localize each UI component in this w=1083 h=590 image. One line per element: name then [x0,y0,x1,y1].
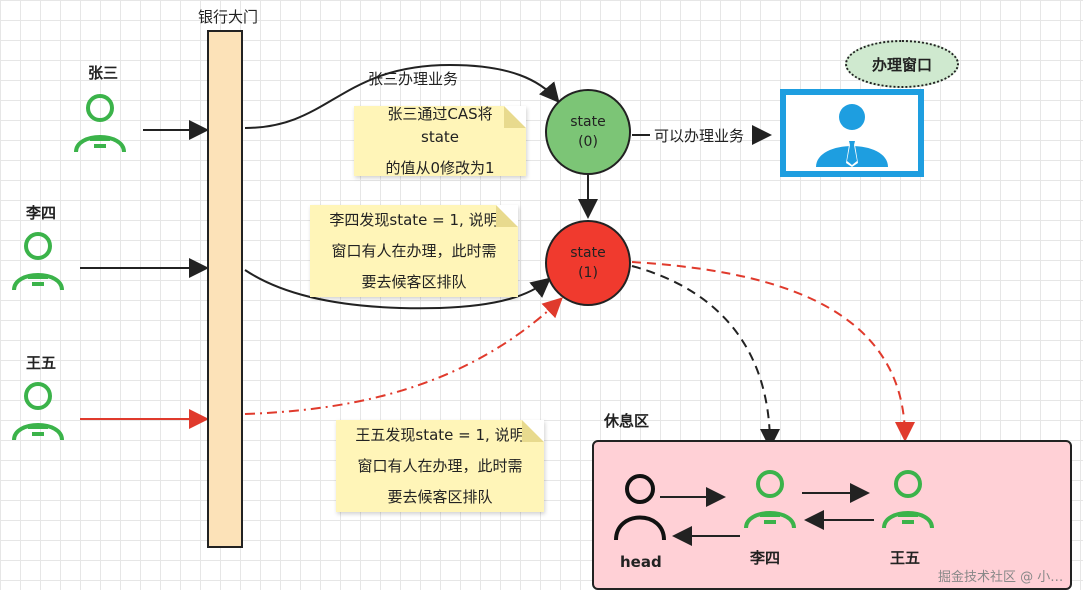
lisi-person-icon [12,232,64,291]
note-line: 张三通过CAS将state [387,104,493,146]
note-line: 要去候客区排队 [361,272,467,291]
zhangsan-action-label: 张三办理业务 [368,70,459,88]
note-wangwu-wait: 王五发现state = 1, 说明 窗口有人在办理，此时需 要去候客区排队 [336,420,544,512]
zhangsan-person-icon [74,94,126,153]
note-lisi-wait: 李四发现state = 1, 说明 窗口有人在办理，此时需 要去候客区排队 [310,205,518,297]
state1-to-lisi-dashed [631,265,780,449]
gate-to-state1-curve [244,269,552,310]
note-line: 的值从0修改为1 [385,158,495,177]
note-line: 要去候客区排队 [387,487,493,506]
window-label: 办理窗口 [871,55,932,74]
wangwu-dashdot-curve [244,297,563,415]
state-0-value: (0) [578,134,598,150]
window-bubble: 办理窗口 [845,40,959,88]
queue-lisi-label: 李四 [750,549,781,567]
state-0-node: state (0) [545,89,631,175]
lisi-label: 李四 [26,204,57,222]
note-line: 窗口有人在办理，此时需 [357,456,523,475]
queue-wangwu-label: 王五 [890,549,921,567]
wangwu-person-icon [12,382,64,441]
state-1-value: (1) [578,265,598,281]
state-0-name: state [570,114,606,130]
note-line: 李四发现state = 1, 说明 [329,210,499,229]
watermark: 掘金技术社区 @ 小… [938,570,1064,585]
head-label: head [620,553,662,571]
queue-wangwu-person-icon [882,470,934,529]
can-handle-label: 可以办理业务 [654,127,745,145]
rest-area-title: 休息区 [604,412,650,430]
state1-to-wangwu-dashed [631,261,915,442]
bank-gate [207,30,243,548]
clerk-icon [816,104,888,167]
wangwu-label: 王五 [26,354,57,372]
gate-label: 银行大门 [198,8,259,26]
head-person-icon [614,474,666,541]
gate-to-state0-curve [244,63,560,129]
queue-lisi-person-icon [744,470,796,529]
state-1-node: state (1) [545,220,631,306]
note-zhangsan-cas: 张三通过CAS将state 的值从0修改为1 [354,105,526,177]
note-line: 王五发现state = 1, 说明 [355,425,525,444]
state-1-name: state [570,245,606,261]
zhangsan-label: 张三 [88,64,119,82]
note-line: 窗口有人在办理，此时需 [331,241,497,260]
service-window [780,89,924,177]
